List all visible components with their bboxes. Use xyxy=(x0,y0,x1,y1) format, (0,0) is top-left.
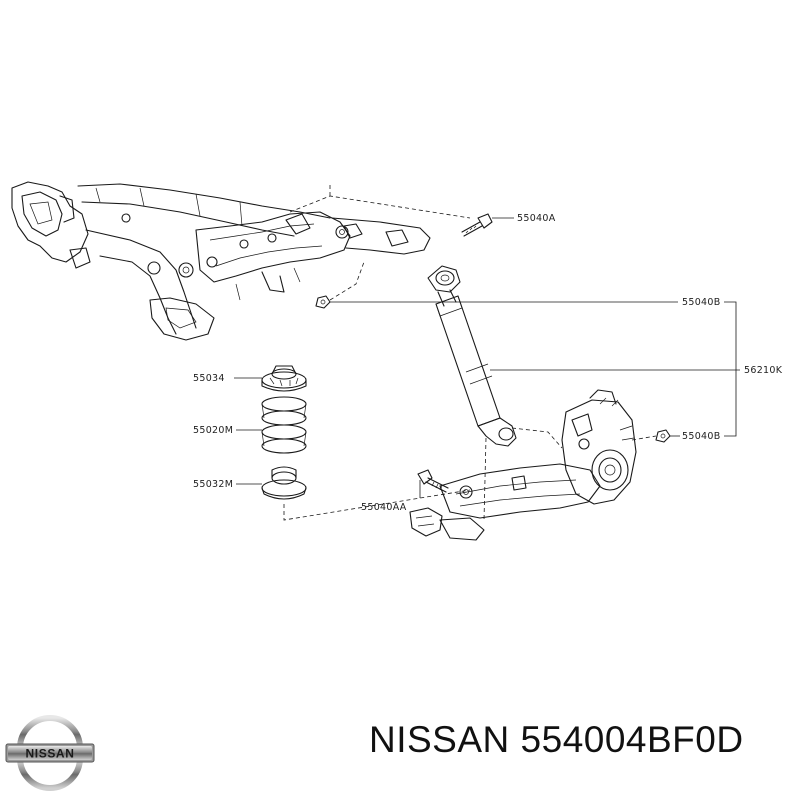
lower-nut xyxy=(655,429,671,443)
upper-nut xyxy=(315,295,331,309)
callout-55032M: 55032M xyxy=(193,479,233,490)
spring-to-link-dash xyxy=(283,489,471,521)
callout-55040B-lower: 55040B xyxy=(682,431,721,442)
upper-bolt xyxy=(461,213,493,237)
callout-group-bracket xyxy=(724,301,737,437)
nissan-logo-text: NISSAN xyxy=(26,747,75,761)
lower-bolt xyxy=(417,469,449,493)
spring-upper-seat xyxy=(261,365,307,392)
upper-nut-dash xyxy=(329,261,365,301)
nissan-logo: NISSAN xyxy=(5,715,95,791)
callout-55040AA: 55040AA xyxy=(361,502,407,513)
callout-55040B-upper: 55040B xyxy=(682,297,721,308)
callout-56210K: 56210K xyxy=(744,365,783,376)
spring-lower-seat xyxy=(261,466,307,500)
callout-55040A: 55040A xyxy=(517,213,556,224)
callout-55020M: 55020M xyxy=(193,425,233,436)
shock-absorber xyxy=(427,265,517,447)
rear-subframe xyxy=(11,181,471,341)
part-number-caption: NISSAN 554004BF0D xyxy=(369,719,744,760)
coil-spring xyxy=(261,396,307,454)
callout-55034: 55034 xyxy=(193,373,225,384)
rear-knuckle-lower-link xyxy=(409,389,657,541)
